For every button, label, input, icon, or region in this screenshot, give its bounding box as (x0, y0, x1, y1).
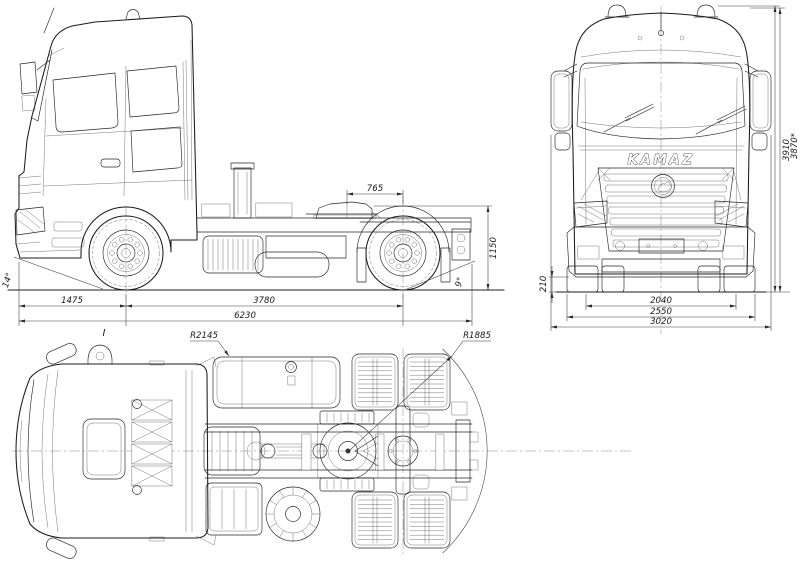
mirror-right (744, 63, 772, 151)
rear-axle-top (387, 405, 430, 495)
wiper-left (603, 103, 655, 133)
rear-crossmember (451, 401, 479, 501)
front-view: KAMAZ (539, 4, 800, 334)
muffler-box-top (205, 482, 263, 536)
quarter-window (126, 65, 180, 118)
fuel-filler-cap (285, 361, 297, 373)
dim-clearance: 210 (539, 275, 549, 292)
mirror-left (550, 63, 578, 151)
driveshaft (260, 443, 328, 459)
dim-saddle-height: 1150 (489, 237, 499, 259)
departure-angle-label: 9° (454, 276, 467, 288)
dim-height-cab: 3870* (790, 132, 800, 159)
horse-emblem-icon (657, 181, 672, 193)
fuel-tank-top (212, 356, 341, 409)
cab-top-silhouette (15, 363, 209, 539)
radius-rear-label: R1885 (463, 331, 491, 341)
beacon-side (125, 9, 141, 20)
windshield-arc-top (19, 369, 59, 533)
side-dimensions: 765 1150 1475 3780 6230 14° 9° (1, 184, 499, 326)
roof-seams (580, 49, 742, 70)
dim-front-overhang: 1475 (61, 296, 83, 306)
front-louvres (16, 175, 42, 245)
dim-saddle-to-axle: 765 (367, 184, 383, 194)
approach-angle-line (13, 256, 104, 290)
dim-height-overall: 3910 (782, 139, 792, 161)
antenna-side (43, 7, 55, 34)
headlight-left (573, 200, 608, 228)
license-plate (638, 238, 685, 254)
gearbox-top (203, 426, 266, 476)
roof-rear-panel (131, 399, 173, 487)
dim-width-body: 2550 (650, 307, 672, 317)
fog-lamp-left (577, 245, 600, 260)
air-tank (255, 202, 293, 218)
beacon-left (604, 4, 630, 18)
spare-wheel-top (265, 486, 321, 542)
air-intake-stack (230, 162, 255, 219)
chassis-frame (196, 217, 472, 233)
cab-side-silhouette (14, 15, 198, 259)
cab-deflector (185, 39, 193, 201)
front-bumper (566, 226, 756, 278)
fuel-tank-side (202, 235, 264, 274)
wiper-right (695, 105, 747, 135)
door-gaps-front (584, 77, 738, 225)
roof-lamp-left (132, 399, 142, 409)
kamaz-logo-text: KAMAZ (627, 152, 694, 168)
headlight-right (714, 200, 749, 228)
top-view: R2145 R1885 I (12, 328, 632, 559)
cab-rear-box (201, 203, 231, 218)
tow-cover-left (615, 241, 625, 251)
dim-wheelbase: 3780 (253, 296, 275, 306)
rear-tire-left-inner (403, 353, 451, 411)
rear-tire-right-inner (403, 491, 451, 549)
view-mark-label: I (103, 328, 106, 339)
dim-track: 2040 (650, 296, 672, 306)
roof-antenna-dome (87, 344, 113, 365)
fog-lamp-right (722, 245, 745, 260)
front-dimensions: 210 2040 2550 3020 3910 3870* (539, 5, 800, 331)
headlight-side (15, 206, 46, 236)
door-window (52, 72, 119, 133)
taillight (451, 228, 471, 261)
kamaz-emblem (651, 174, 675, 198)
bumper-step-tray (601, 258, 721, 273)
departure-angle-line (406, 260, 476, 290)
rear-tire-right-outer (351, 491, 399, 549)
radius-callouts: R2145 R1885 (190, 331, 491, 451)
mirror-top-right (46, 537, 77, 559)
roof-lamp-right (132, 485, 142, 495)
bumper-arc-top (27, 379, 35, 523)
sun-visor (47, 47, 65, 57)
cab-step-upper (53, 221, 83, 232)
beacon-right (693, 4, 719, 18)
fifth-wheel-top (317, 410, 379, 492)
fifth-wheel-side (313, 201, 382, 219)
battery-box-side (265, 235, 347, 259)
radius-front-label: R2145 (190, 331, 218, 341)
spare-wheel-side (254, 251, 330, 278)
tow-cover-right (698, 241, 708, 251)
rear-swing-arc (442, 348, 488, 554)
deflector-fins-top (195, 356, 217, 546)
door-seams (42, 61, 186, 201)
side-view: 765 1150 1475 3780 6230 14° 9° (1, 7, 505, 326)
mirror-side (19, 61, 38, 95)
door-handle (100, 158, 121, 168)
cab-side-details (15, 7, 193, 253)
rear-tire-left-outer (351, 353, 399, 411)
windshield-side (31, 49, 53, 122)
roof-hatch (82, 418, 126, 480)
windshield (576, 62, 746, 140)
approach-angle-label: 14° (1, 272, 15, 290)
cab-top-details (19, 343, 217, 559)
mirror-top-left (46, 343, 77, 365)
dim-overall-length: 6230 (234, 311, 256, 321)
bunk-window (130, 126, 183, 173)
cab-front-details (576, 4, 747, 225)
dim-width-overall: 3020 (650, 317, 672, 327)
cab-step-lower (51, 237, 85, 248)
